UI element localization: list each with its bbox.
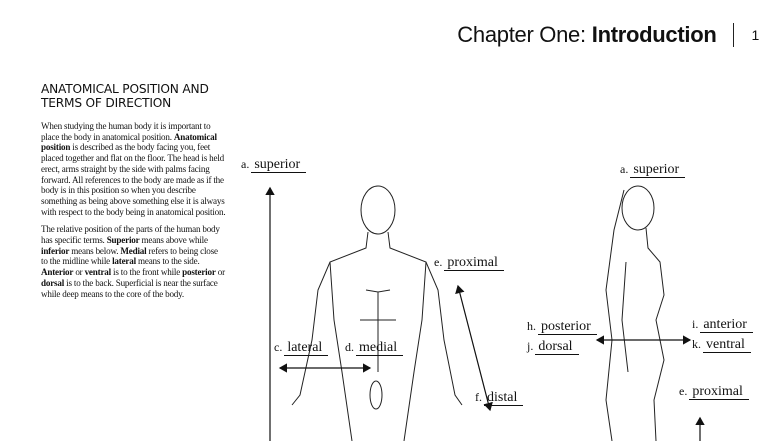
bold-term: ventral (84, 267, 112, 278)
text-run: means above while (139, 235, 209, 246)
front-body-illustration (291, 185, 463, 441)
text-run: means below. (69, 245, 121, 256)
section-heading: ANATOMICAL POSITION AND TERMS OF DIRECTI… (41, 82, 209, 110)
label-proximal-side: e.proximal (679, 384, 749, 400)
paragraph-2: The relative position of the parts of th… (41, 224, 226, 299)
text-run: means to the side. (135, 256, 200, 267)
label-ventral: k.ventral (692, 337, 751, 353)
label-proximal-front: e.proximal (434, 255, 504, 271)
header-divider (732, 23, 734, 47)
text-run: or (215, 267, 225, 278)
label-distal: f.distal (475, 390, 524, 406)
paragraph-1: When studying the human body it is impor… (41, 121, 226, 217)
chapter-title: Introduction (591, 22, 717, 47)
chapter-label: Chapter One: (457, 22, 586, 47)
bold-term: inferior (41, 245, 70, 256)
text-run: or (73, 267, 85, 278)
text-column: ANATOMICAL POSITION AND TERMS OF DIRECTI… (41, 82, 226, 306)
bold-term: lateral (112, 256, 136, 267)
bold-term: Anatomical position (41, 131, 217, 153)
bold-term: Medial (120, 245, 147, 256)
proximal-distal-arrow (455, 284, 493, 412)
label-posterior: h.posterior (527, 319, 597, 335)
text-run: is described as the body facing you, fee… (41, 142, 226, 217)
bold-term: Anterior (41, 267, 74, 278)
text-run: refers to being close to the midline whi… (41, 245, 218, 267)
page-number: 1 (751, 27, 760, 43)
text-run: is to the back. Superficial is near the … (41, 277, 218, 299)
label-anterior: i.anterior (692, 317, 753, 333)
bold-term: posterior (182, 267, 216, 278)
bold-term: Superior (106, 235, 140, 246)
text-run: is to the front while (110, 267, 183, 278)
label-lateral: c.lateral (274, 340, 329, 356)
text-run: The relative position of the parts of th… (41, 224, 220, 246)
label-superior-side: a.superior (620, 162, 686, 178)
label-medial: d.medial (345, 340, 404, 356)
bold-term: dorsal (41, 277, 65, 288)
label-superior-front: a.superior (241, 157, 307, 173)
text-run: When studying the human body it is impor… (41, 121, 211, 142)
side-body-illustration (605, 185, 665, 441)
chapter-header: Chapter One: Introduction 1 (457, 22, 759, 48)
label-dorsal: j.dorsal (527, 339, 579, 355)
